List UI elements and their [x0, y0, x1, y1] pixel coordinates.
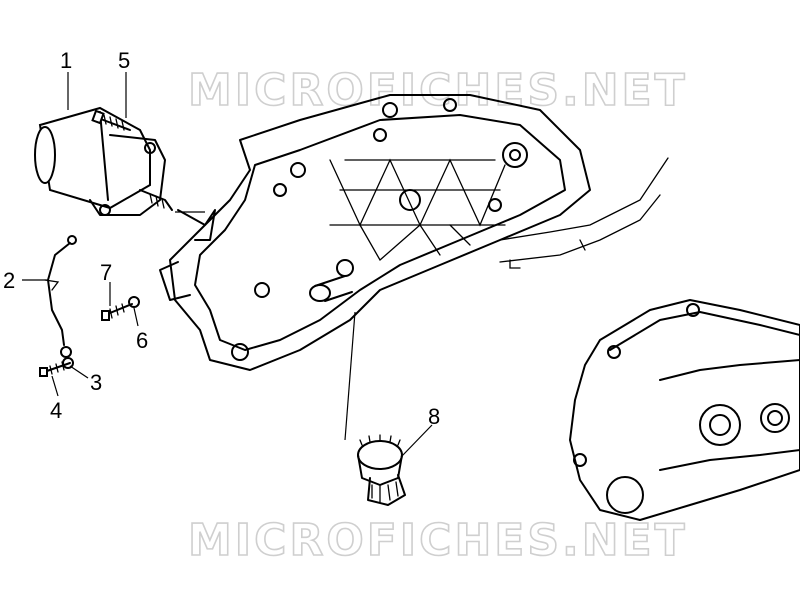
- callout-4: 4: [50, 398, 62, 423]
- mount-screw: [101, 303, 133, 321]
- callout-5: 5: [118, 48, 130, 73]
- callout-8-leader: [401, 424, 433, 457]
- washer: [62, 357, 74, 369]
- crankcase: [159, 94, 591, 371]
- callout-6-leader: [133, 307, 139, 327]
- starter-gear: [357, 434, 406, 506]
- gasket-outline: [499, 157, 669, 269]
- transmission-cover: [569, 299, 800, 521]
- callout-3: 3: [90, 370, 102, 395]
- mount-washer: [128, 296, 140, 308]
- callout-4-leader: [51, 375, 59, 397]
- ground-cable: [44, 235, 77, 358]
- callout-7: 7: [100, 260, 112, 285]
- starter-bolt: [91, 109, 131, 131]
- watermark-bottom: MICROFICHES.NET: [188, 515, 688, 566]
- callout-1: 1: [60, 48, 72, 73]
- watermark-top: MICROFICHES.NET: [188, 65, 688, 116]
- callout-6: 6: [136, 328, 148, 353]
- callout-2: 2: [3, 268, 15, 293]
- leader-gear-axis: [344, 311, 356, 441]
- cable-screw: [39, 361, 71, 377]
- callout-8: 8: [428, 404, 440, 429]
- starter-motor: [34, 106, 216, 241]
- callout-3-leader: [69, 365, 89, 379]
